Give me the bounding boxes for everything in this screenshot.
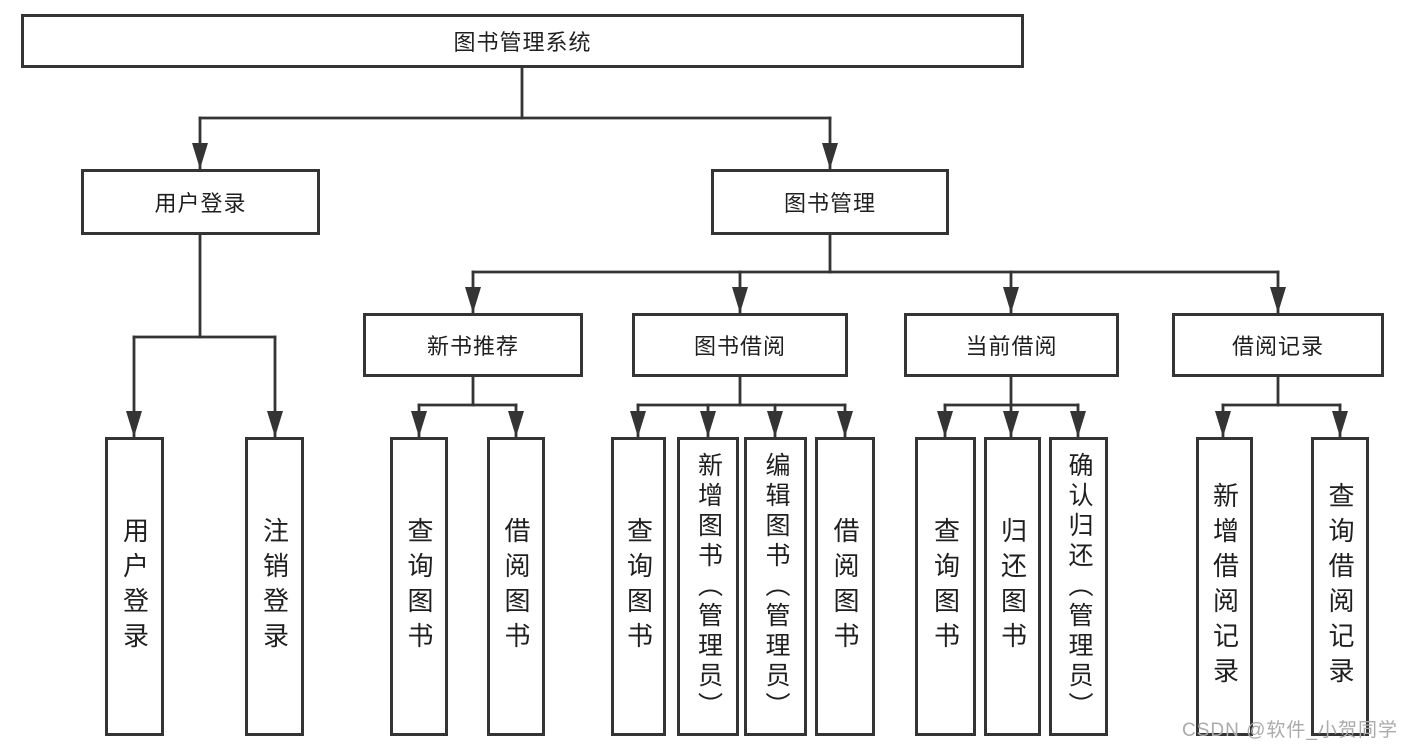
diagram-node-book-management: 图书管理: [711, 169, 949, 235]
diagram-node-user-login: 用户登录: [81, 169, 320, 235]
diagram-leaf-query-books: 查询图书: [390, 437, 448, 736]
leaf-label: 确认归还（管理员）: [1065, 451, 1093, 722]
leaf-label: 借阅图书: [501, 516, 531, 657]
root-connectors: [192, 66, 838, 171]
csdn-watermark: CSDN @软件_小贺同学: [1182, 720, 1398, 741]
node-label: 用户登录: [154, 191, 247, 216]
diagram-leaf-query-books: 查询图书: [611, 437, 666, 736]
current-borrow-connectors: [937, 375, 1086, 439]
diagram-node-book-borrow: 图书借阅: [632, 313, 848, 377]
node-label: 图书管理系统: [453, 30, 592, 55]
diagram-leaf-add-book-admin: 新增图书（管理员）: [677, 437, 739, 736]
node-label: 图书借阅: [693, 334, 786, 359]
diagram-node-current-borrow: 当前借阅: [904, 313, 1119, 377]
leaf-label: 查询图书: [404, 516, 434, 657]
diagram-node-new-book-recommend: 新书推荐: [363, 313, 583, 377]
diagram-leaf-user-login: 用户登录: [105, 437, 164, 736]
diagram-node-system-root: 图书管理系统: [21, 14, 1024, 68]
diagram-leaf-logout: 注销登录: [245, 437, 304, 736]
leaf-label: 查询图书: [623, 516, 654, 657]
leaf-label: 查询借阅记录: [1325, 481, 1355, 692]
node-label: 新书推荐: [426, 334, 519, 359]
leaf-label: 编辑图书（管理员）: [762, 451, 790, 722]
book-borrow-connectors: [630, 375, 853, 439]
leaf-label: 注销登录: [259, 516, 290, 657]
leaf-label: 归还图书: [997, 516, 1028, 657]
leaf-label: 新增图书（管理员）: [694, 451, 723, 722]
diagram-leaf-query-borrow-record: 查询借阅记录: [1311, 437, 1369, 736]
node-label: 借阅记录: [1231, 334, 1324, 359]
leaf-label: 新增借阅记录: [1209, 481, 1240, 692]
diagram-leaf-query-books: 查询图书: [915, 437, 976, 736]
new-book-connectors: [411, 375, 524, 439]
diagram-leaf-return-books: 归还图书: [984, 437, 1041, 736]
leaf-label: 用户登录: [119, 516, 150, 657]
book-mgmt-connectors: [465, 233, 1286, 315]
diagram-leaf-add-borrow-record: 新增借阅记录: [1196, 437, 1253, 736]
diagram-leaf-borrow-books: 借阅图书: [815, 437, 875, 736]
leaf-label: 借阅图书: [830, 516, 860, 657]
diagram-leaf-borrow-books: 借阅图书: [487, 437, 545, 736]
diagram-leaf-confirm-return-admin: 确认归还（管理员）: [1049, 437, 1108, 736]
borrow-record-connectors: [1215, 375, 1348, 439]
diagram-leaf-edit-book-admin: 编辑图书（管理员）: [744, 437, 807, 736]
node-label: 图书管理: [783, 191, 876, 216]
diagram-node-borrow-record: 借阅记录: [1172, 313, 1384, 377]
leaf-label: 查询图书: [930, 516, 961, 657]
user-login-connectors: [126, 233, 283, 439]
node-label: 当前借阅: [965, 334, 1058, 359]
